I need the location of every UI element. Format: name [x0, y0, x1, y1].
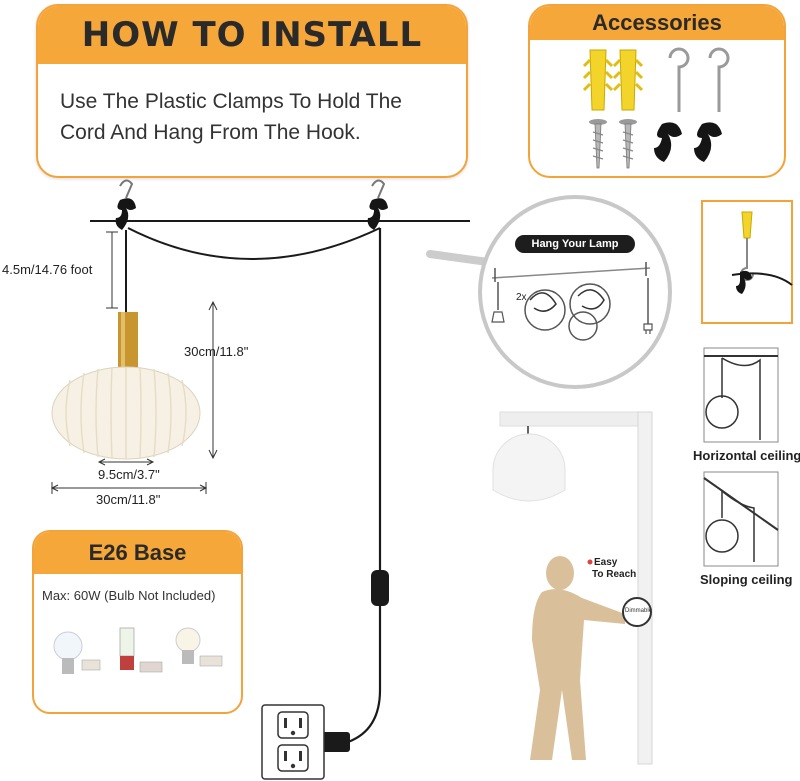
- power-cord: [347, 228, 382, 744]
- cord-clip-icon: [367, 198, 388, 230]
- easy-label: Easy: [594, 557, 618, 568]
- ceiling-hook-icon: [668, 47, 690, 112]
- base-card: E26 Base Max: 60W (Bulb Not Included): [32, 530, 243, 714]
- base-title: E26 Base: [88, 540, 187, 565]
- room-scene: [492, 411, 653, 765]
- install-instructions: Use The Plastic Clamps To Hold The Cord …: [60, 90, 402, 144]
- accessories-card: Accessories: [528, 4, 786, 178]
- base-header: E26 Base: [34, 532, 241, 574]
- hang-lamp-bubble: [426, 195, 672, 389]
- clip-count: 2x: [516, 292, 527, 303]
- install-card: HOW TO INSTALL Use The Plastic Clamps To…: [36, 4, 468, 178]
- ceiling-hook-icon: [708, 47, 730, 112]
- indicator-dot: [587, 559, 593, 565]
- plug-icon: [643, 323, 653, 334]
- install-header: HOW TO INSTALL: [38, 6, 466, 64]
- screw-icon: [619, 119, 637, 169]
- wall-anchor-icon: [582, 49, 614, 111]
- cord-clip-icon: [654, 122, 682, 162]
- base-subtitle: Max: 60W (Bulb Not Included): [42, 588, 216, 603]
- globe-bulb-icon: [175, 627, 223, 667]
- clip-detail: [569, 283, 611, 325]
- sloping-ceiling-caption: Sloping ceiling: [700, 572, 793, 587]
- pendant-lamp: [51, 312, 201, 460]
- anchor-detail-panel: [701, 200, 793, 324]
- led-bulb-icon: [53, 631, 101, 674]
- cord-length-label: 4.5m/14.76 foot: [2, 262, 93, 277]
- ceiling-hook-icon: [119, 179, 134, 199]
- accessories-header: Accessories: [530, 6, 784, 40]
- lamp-icon: [491, 311, 505, 323]
- height-label: 30cm/11.8": [184, 344, 249, 359]
- install-title: HOW TO INSTALL: [81, 15, 423, 55]
- bulb-illustrations: [53, 627, 223, 674]
- bubble-title: Hang Your Lamp: [515, 235, 635, 253]
- cord-swag: [127, 227, 381, 260]
- ceiling-hook-icon: [371, 179, 386, 199]
- pendant-lamp: [492, 433, 566, 502]
- cord-clip-icon: [694, 122, 722, 162]
- cord-length-dimension: [106, 231, 118, 309]
- reach-label: To Reach: [592, 569, 637, 580]
- height-dimension: [208, 300, 218, 460]
- width-dimension: [50, 482, 208, 494]
- dimmable-badge: Dimmable: [625, 608, 653, 614]
- corn-bulb-icon: [119, 627, 163, 673]
- person-silhouette: [530, 556, 625, 760]
- opening-label: 9.5cm/3.7": [98, 467, 160, 482]
- dimmer-switch: [622, 597, 652, 627]
- inline-switch: [371, 570, 389, 606]
- width-label: 30cm/11.8": [96, 492, 161, 507]
- horizontal-ceiling-caption: Horizontal ceiling: [693, 448, 800, 463]
- accessories-title: Accessories: [592, 10, 722, 35]
- wall-anchor-icon: [612, 49, 644, 111]
- cord-clip-icon: [115, 198, 136, 230]
- opening-dimension: [97, 458, 155, 466]
- horizontal-ceiling-panel: [703, 347, 779, 443]
- accessories-illustration: [582, 47, 730, 169]
- sloping-ceiling-panel: [703, 471, 779, 567]
- clip-detail: [524, 289, 566, 331]
- wall-outlet-icon: [261, 704, 325, 780]
- screw-icon: [589, 119, 607, 169]
